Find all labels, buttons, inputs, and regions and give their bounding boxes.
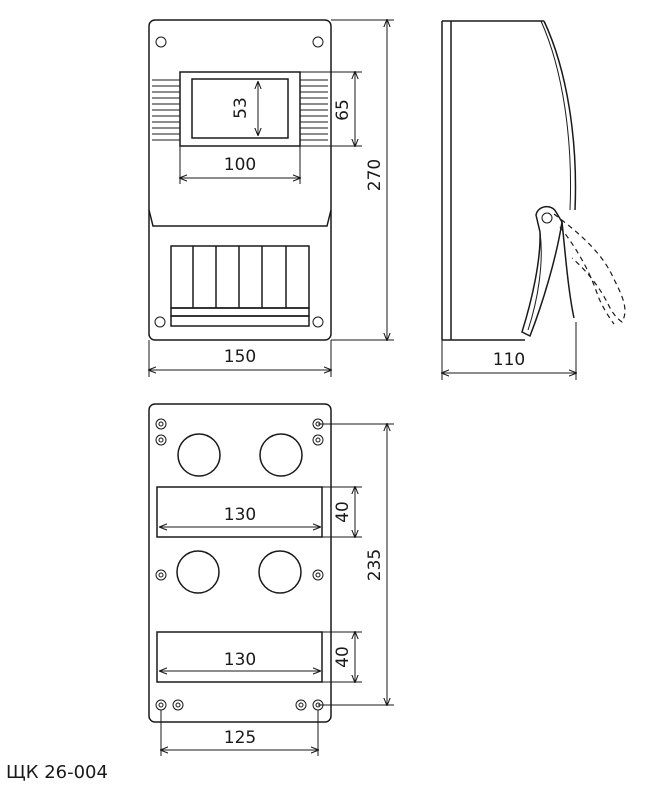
front-screw-hole-top-left <box>155 36 167 48</box>
mount-hole-br-inner <box>295 699 307 711</box>
back-enclosure-outline <box>148 403 332 723</box>
mount-hole-mid-right <box>312 569 324 581</box>
dim-window-width: 100 <box>224 155 256 175</box>
dim-window-frame-height: 65 <box>333 99 353 121</box>
window-frame <box>179 71 301 147</box>
lid-hinge <box>541 212 553 224</box>
front-screw-hole-bottom-right <box>312 316 324 328</box>
dim-mount-horizontal: 125 <box>224 728 256 748</box>
breaker-module-block <box>170 245 310 309</box>
upper-slot <box>156 486 323 538</box>
dim-window-height: 53 <box>231 97 251 119</box>
cable-knockout-top-left <box>177 433 221 477</box>
front-view: 53 65 100 270 150 <box>149 20 394 377</box>
mount-hole-tr-inner <box>312 434 324 446</box>
front-screw-hole-bottom-left <box>154 316 166 328</box>
lower-slot <box>156 631 323 683</box>
dim-lower-slot-width: 130 <box>224 650 256 670</box>
dim-depth: 110 <box>493 350 525 370</box>
vent-slots-left <box>152 79 180 141</box>
model-label: ЩК 26-004 <box>6 762 108 783</box>
mount-hole-bl-inner <box>172 699 184 711</box>
side-view: 110 <box>442 20 626 380</box>
cable-knockout-top-right <box>259 433 303 477</box>
technical-drawing: 53 65 100 270 150 <box>0 0 626 756</box>
din-rail-bottom <box>170 315 310 327</box>
mount-hole-mid-left <box>155 569 167 581</box>
dim-total-height: 270 <box>365 159 385 191</box>
lid-open-dashed <box>553 213 626 323</box>
lid-closed <box>521 206 563 338</box>
mount-hole-tl-inner <box>155 434 167 446</box>
dim-lower-slot-height: 40 <box>333 646 353 668</box>
window-opening <box>191 78 289 139</box>
side-cover-curve-top <box>543 20 577 211</box>
dim-mount-vertical: 235 <box>365 549 385 581</box>
front-enclosure-outline <box>148 19 332 341</box>
vent-slots-right <box>300 79 328 141</box>
mount-hole-bl-outer <box>155 699 167 711</box>
mount-hole-tl-outer <box>155 418 167 430</box>
din-rail-top <box>170 307 310 317</box>
cable-knockout-mid-right <box>258 550 302 594</box>
dim-upper-slot-height: 40 <box>333 501 353 523</box>
cable-knockout-mid-left <box>176 550 220 594</box>
front-screw-hole-top-right <box>312 36 324 48</box>
dim-total-width: 150 <box>224 347 256 367</box>
back-view: 130 40 130 40 235 125 <box>148 403 394 756</box>
lid-divider <box>148 209 332 227</box>
dim-upper-slot-width: 130 <box>224 505 256 525</box>
